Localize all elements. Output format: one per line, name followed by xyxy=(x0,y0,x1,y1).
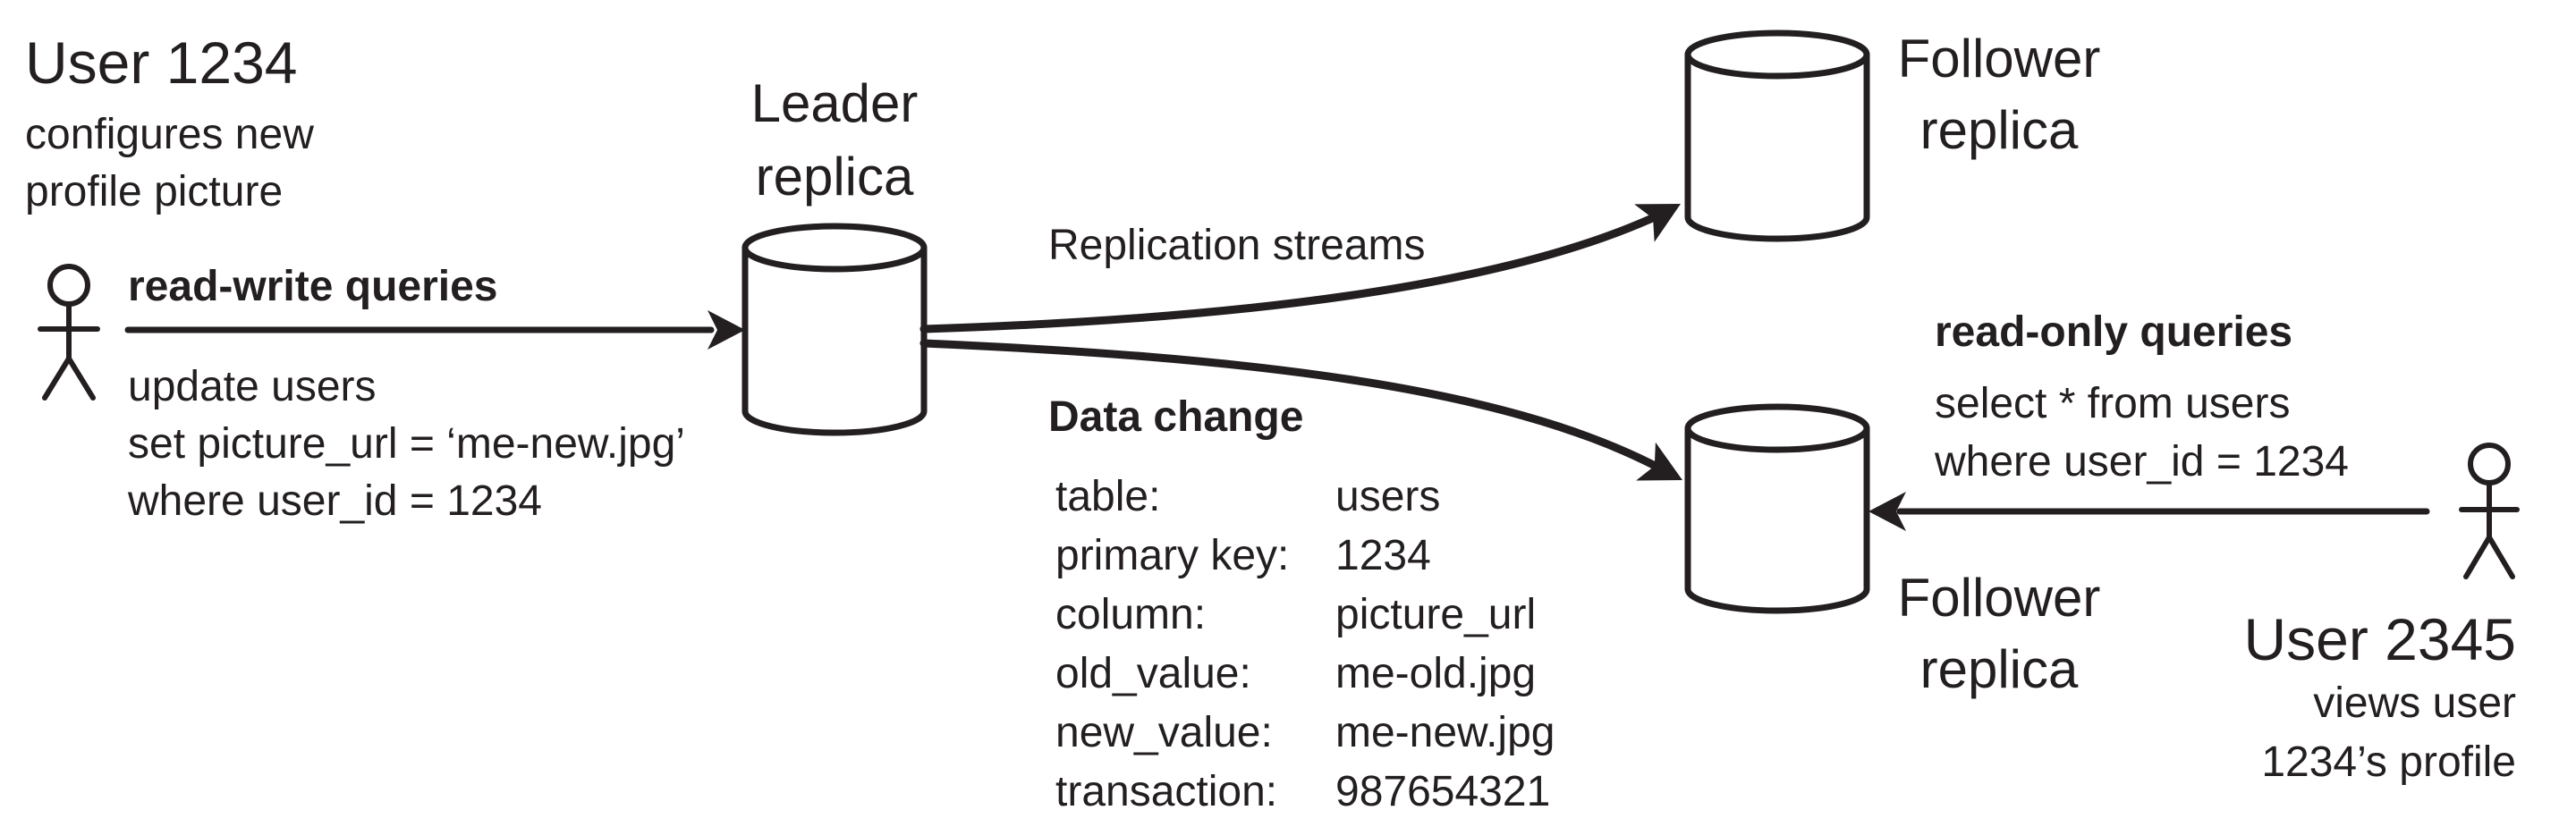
follower-bottom-database-cylinder-icon xyxy=(1684,403,1870,614)
left-user-title: User 1234 xyxy=(25,30,298,96)
replication-streams-label: Replication streams xyxy=(1048,222,1426,269)
follower-bottom-label-line2: replica xyxy=(1919,639,2079,699)
follower-top-database-cylinder-icon xyxy=(1684,30,1870,242)
data-change-title: Data change xyxy=(1048,393,1304,441)
right-user-subtitle-line1: views user xyxy=(2313,679,2516,727)
data-change-row-label: old_value: xyxy=(1055,650,1251,697)
arrowhead-left-icon xyxy=(1868,492,1906,531)
read-write-query-line1: update users xyxy=(128,363,377,410)
read-write-query-text: update users set picture_url = ‘me-new.j… xyxy=(128,359,685,530)
left-user-subtitle-line2: profile picture xyxy=(25,168,284,215)
follower-top-label-line1: Follower xyxy=(1897,29,2101,89)
user-2345-person-icon xyxy=(2459,443,2520,579)
arrowhead-lower-icon xyxy=(1636,442,1682,481)
data-change-row-value: me-new.jpg xyxy=(1335,709,1555,756)
arrowhead-right-icon xyxy=(708,310,745,350)
user-1234-person-icon xyxy=(38,264,100,401)
data-change-row-label: new_value: xyxy=(1055,709,1273,756)
data-change-row-value: 1234 xyxy=(1335,532,1431,579)
leader-database-cylinder-icon xyxy=(741,223,928,436)
data-change-row-value: users xyxy=(1335,473,1441,520)
right-user-title: User 2345 xyxy=(2243,606,2516,672)
data-change-table: table: users primary key: 1234 column: pict… xyxy=(1055,468,1555,822)
data-change-row: primary key: 1234 xyxy=(1055,527,1555,586)
data-change-row: transaction: 987654321 xyxy=(1055,763,1555,822)
data-change-row-value: 987654321 xyxy=(1335,768,1551,815)
replication-stream-arrows xyxy=(919,204,1682,481)
left-user-subtitle: configures new profile picture xyxy=(25,106,314,221)
data-change-row-label: transaction: xyxy=(1055,768,1278,815)
leader-label-line2: replica xyxy=(755,147,914,207)
follower-top-replica-label: Follower replica xyxy=(1878,23,2120,166)
read-write-query-line3: where user_id = 1234 xyxy=(128,477,542,525)
read-only-query-line1: select * from users xyxy=(1935,380,2291,427)
data-change-row-label: column: xyxy=(1055,591,1207,638)
read-only-query-text: select * from users where user_id = 1234 xyxy=(1935,375,2349,491)
data-change-row-value: me-old.jpg xyxy=(1335,650,1537,697)
right-user-subtitle-line2: 1234’s profile xyxy=(2261,738,2516,786)
data-change-row: new_value: me-new.jpg xyxy=(1055,704,1555,763)
data-change-row: table: users xyxy=(1055,468,1555,527)
read-only-queries-header: read-only queries xyxy=(1935,308,2293,356)
follower-top-label-line2: replica xyxy=(1919,100,2079,160)
read-write-arrow xyxy=(124,310,745,350)
right-user-subtitle: views user 1234’s profile xyxy=(2261,674,2516,792)
arrowhead-upper-icon xyxy=(1634,204,1681,242)
read-only-query-line2: where user_id = 1234 xyxy=(1935,438,2349,485)
follower-bottom-label-line1: Follower xyxy=(1897,568,2101,628)
leader-replica-label: Leader replica xyxy=(745,67,924,214)
follower-bottom-replica-label: Follower replica xyxy=(1878,562,2120,705)
left-user-subtitle-line1: configures new xyxy=(25,111,314,158)
data-change-row-value: picture_url xyxy=(1335,591,1537,638)
read-write-queries-header: read-write queries xyxy=(128,263,498,310)
read-write-query-line2: set picture_url = ‘me-new.jpg’ xyxy=(128,420,685,468)
data-change-row-label: primary key: xyxy=(1055,532,1290,579)
data-change-row-label: table: xyxy=(1055,473,1161,520)
leader-label-line1: Leader xyxy=(750,73,919,133)
read-only-arrow xyxy=(1868,492,2430,531)
data-change-row: old_value: me-old.jpg xyxy=(1055,645,1555,704)
data-change-row: column: picture_url xyxy=(1055,586,1555,645)
